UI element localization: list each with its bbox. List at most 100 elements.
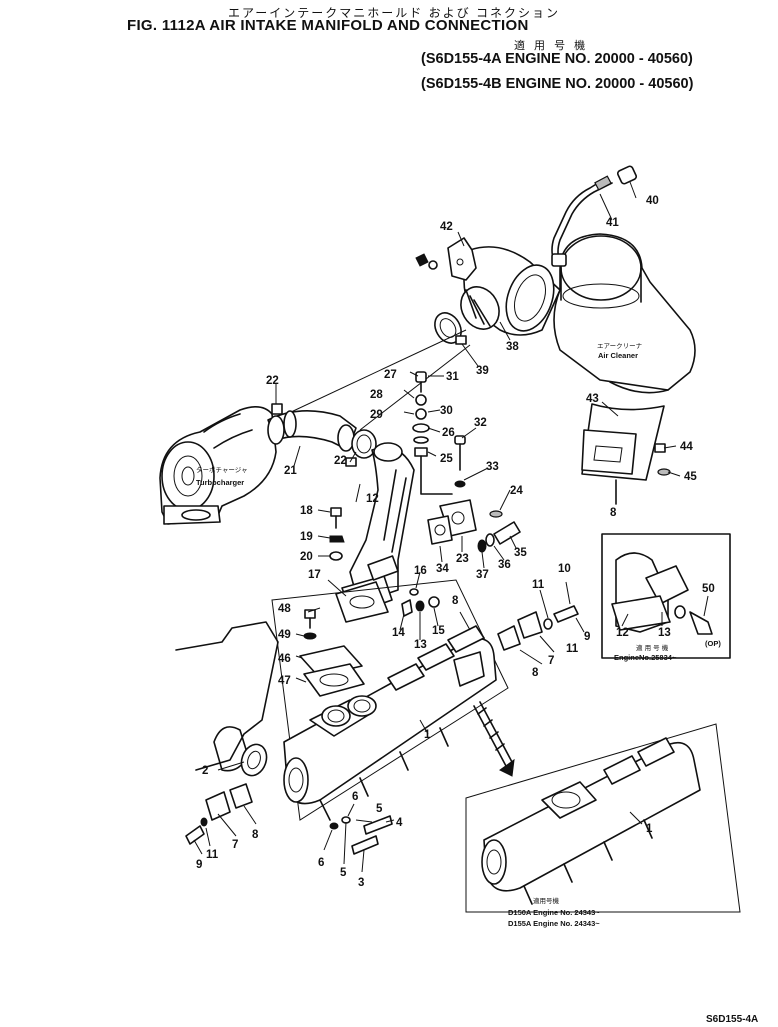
- callouts: 1 1 2 3 4 5 5 6 6 7 7 8 8 8 8 9 9 10 11 …: [193, 181, 715, 889]
- applicability-line-2: (S6D155-4B ENGINE NO. 20000 - 40560): [421, 76, 694, 92]
- part-15: 15: [432, 625, 445, 637]
- part-35: 35: [514, 547, 527, 559]
- part-29: 29: [370, 409, 383, 421]
- part-11-right-2: 11: [566, 643, 579, 655]
- part-23: 23: [456, 553, 469, 565]
- bottom-applic-jp: 適用号機: [533, 896, 560, 905]
- part-9-left: 9: [196, 859, 202, 871]
- part-1-alt: 1: [646, 823, 653, 835]
- part-2: 2: [202, 765, 208, 777]
- part-1-main: 1: [424, 729, 431, 741]
- turbocharger: ターボチャージャ Turbocharger: [159, 406, 277, 525]
- gasket-2: [240, 743, 268, 777]
- part-40: 40: [646, 195, 659, 207]
- part-13-main: 13: [414, 639, 427, 651]
- part-11-right-1: 11: [532, 579, 545, 591]
- part-9-right: 9: [584, 631, 590, 643]
- part-17: 17: [308, 569, 321, 581]
- part-44: 44: [680, 441, 693, 453]
- part-10: 10: [558, 563, 571, 575]
- alternate-manifold-box: [465, 723, 741, 913]
- part-3: 3: [358, 877, 364, 889]
- part-36: 36: [498, 559, 511, 571]
- part-42: 42: [440, 221, 453, 233]
- part-41: 41: [606, 217, 619, 229]
- part-37: 37: [476, 569, 489, 581]
- part-31: 31: [446, 371, 459, 383]
- intake-elbow-38: [460, 246, 561, 336]
- part-19: 19: [300, 531, 313, 543]
- part-26: 26: [442, 427, 455, 439]
- op-label: (OP): [705, 639, 721, 648]
- fasteners-18-20: [329, 507, 345, 561]
- air-cleaner: エアークリーナ Air Cleaner: [553, 233, 696, 394]
- water-line-fittings: [412, 371, 503, 518]
- part-30: 30: [440, 405, 453, 417]
- part-34: 34: [436, 563, 449, 575]
- fasteners-13-16: [401, 588, 440, 617]
- part-5-upper: 5: [376, 803, 383, 815]
- part-5-lower: 5: [340, 867, 347, 879]
- part-49: 49: [278, 629, 291, 641]
- flange-23-gasket-34: [427, 499, 477, 545]
- bracket-42: [415, 237, 477, 281]
- fasteners-3-6: [329, 815, 393, 855]
- part-8-cover: 8: [610, 507, 617, 519]
- breather-hose-assembly: [551, 165, 638, 267]
- fasteners-35-37: [477, 521, 521, 553]
- part-21: 21: [284, 465, 297, 477]
- intake-manifold-1: [271, 579, 509, 821]
- air-cleaner-jp-label: エアークリーナ: [597, 342, 642, 350]
- part-25: 25: [440, 453, 453, 465]
- part-45: 45: [684, 471, 697, 483]
- part-33: 33: [486, 461, 499, 473]
- part-32: 32: [474, 417, 487, 429]
- applicability-label: 適 用 号 機: [514, 40, 589, 52]
- inset-engine-label: EngineNo.25834~: [614, 653, 677, 662]
- part-20: 20: [300, 551, 313, 563]
- part-48: 48: [278, 603, 291, 615]
- air-cleaner-label: Air Cleaner: [598, 351, 638, 360]
- part-13-inset: 13: [658, 627, 671, 639]
- cover-43: [581, 403, 671, 505]
- part-7-left: 7: [232, 839, 238, 851]
- part-47: 47: [278, 675, 291, 687]
- part-14: 14: [392, 627, 405, 639]
- gaskets-7-8-right: [497, 605, 579, 651]
- part-27: 27: [384, 369, 397, 381]
- part-7-right: 7: [548, 655, 554, 667]
- turbocharger-label: Turbocharger: [196, 478, 244, 487]
- figure-title: FIG. 1112A AIR INTAKE MANIFOLD AND CONNE…: [127, 17, 529, 34]
- fasteners-left-7-11: [185, 783, 253, 845]
- part-8-right: 8: [532, 667, 539, 679]
- clamp-39: [434, 312, 467, 345]
- part-24: 24: [510, 485, 523, 497]
- connector-hose-21: [267, 403, 357, 452]
- part-12-inset: 12: [616, 627, 629, 639]
- part-46: 46: [278, 653, 291, 665]
- bottom-applic-line-1: D150A Engine No. 24343~: [508, 908, 600, 917]
- japanese-title: エアーインテークマニホールド および コネクション: [228, 6, 560, 20]
- part-38: 38: [506, 341, 519, 353]
- part-43: 43: [586, 393, 599, 405]
- turbocharger-jp-label: ターボチャージャ: [196, 465, 247, 474]
- part-28: 28: [370, 389, 383, 401]
- part-18: 18: [300, 505, 313, 517]
- part-4: 4: [396, 817, 403, 829]
- part-22-left: 22: [266, 375, 279, 387]
- bottom-applic-line-2: D155A Engine No. 24343~: [508, 919, 600, 928]
- applicability-line-1: (S6D155-4A ENGINE NO. 20000 - 40560): [421, 51, 693, 67]
- part-8-left: 8: [252, 829, 259, 841]
- part-11-left: 11: [206, 849, 219, 861]
- clamp-22-right: [345, 429, 377, 467]
- part-6-lower: 6: [318, 857, 324, 869]
- part-12-main: 12: [366, 493, 379, 505]
- part-16: 16: [414, 565, 427, 577]
- figure-code: S6D155-4A: [706, 1014, 759, 1025]
- part-6-upper: 6: [352, 791, 358, 803]
- part-39: 39: [476, 365, 489, 377]
- option-inset: 適 用 号 機 EngineNo.25834~ (OP): [601, 533, 731, 662]
- alternate-arrow: [473, 701, 515, 777]
- part-50: 50: [702, 583, 715, 595]
